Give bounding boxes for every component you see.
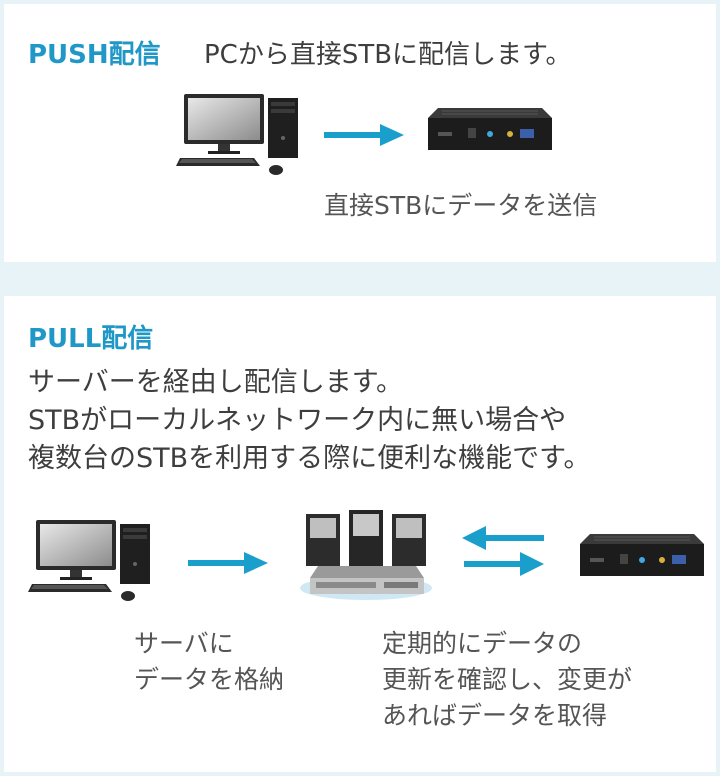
desktop-pc-icon: [28, 518, 152, 604]
arrow-right-icon: [188, 550, 268, 576]
pull-description-line-3: 複数台のSTBを利用する際に便利な機能です。: [28, 443, 591, 474]
arrow-right-icon: [324, 122, 404, 148]
stb-icon: [580, 534, 704, 580]
push-subtitle: PCから直接STBに配信します。: [204, 40, 572, 70]
stb-icon: [428, 108, 552, 154]
pull-title: PULL配信: [28, 324, 154, 354]
sync-arrows-icon: [462, 526, 546, 576]
server-icon: [296, 508, 436, 604]
pull-caption-left-line-2: データを格納: [134, 665, 285, 694]
pull-panel: PULL配信 サーバーを経由し配信します。 STBがローカルネットワーク内に無い…: [4, 296, 716, 772]
pull-caption-right-line-1: 定期的にデータの: [382, 629, 583, 658]
pull-description-line-2: STBがローカルネットワーク内に無い場合や: [28, 405, 567, 436]
pull-caption-right-line-3: あればデータを取得: [382, 701, 608, 730]
push-panel: PUSH配信 PCから直接STBに配信します。: [4, 4, 716, 262]
pull-caption-right-line-2: 更新を確認し、変更が: [382, 665, 633, 694]
desktop-pc-icon: [176, 92, 300, 178]
pull-caption-left-line-1: サーバに: [134, 629, 234, 658]
push-caption: 直接STBにデータを送信: [324, 191, 598, 220]
pull-description-line-1: サーバーを経由し配信します。: [28, 367, 404, 398]
push-title: PUSH配信: [28, 40, 161, 70]
